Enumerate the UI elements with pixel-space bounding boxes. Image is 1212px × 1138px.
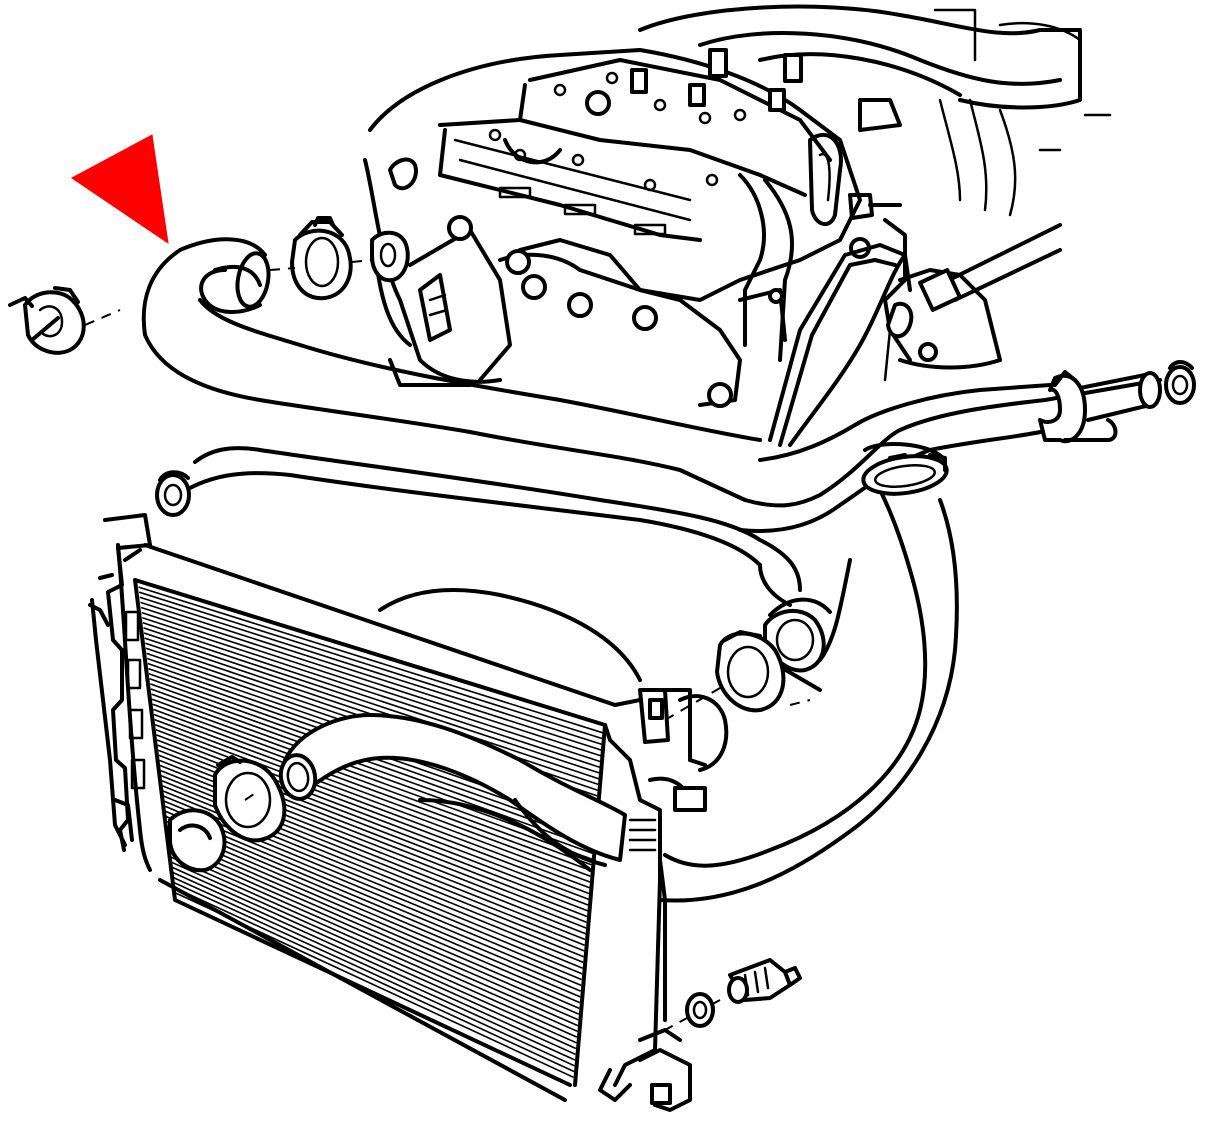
radiator-fin [140, 606, 601, 757]
radiator-fin [165, 810, 582, 987]
radiator-fin [172, 871, 576, 1056]
radiator-fin [175, 892, 574, 1079]
sealing-washer [685, 992, 715, 1028]
radiator-fin [142, 622, 600, 774]
radiator-fin [152, 703, 592, 866]
radiator-fin [168, 841, 579, 1021]
radiator-fin [165, 815, 582, 992]
radiator-fin [168, 836, 580, 1015]
radiator-fin [167, 830, 580, 1010]
radiator-fin [153, 713, 591, 878]
radiator-fin [167, 825, 581, 1004]
bypass-hose [155, 446, 802, 607]
lower-radiator-hose [658, 442, 959, 903]
radiator-fin [150, 683, 594, 843]
radiator-fin [154, 723, 590, 889]
outlet-hose-and-clamp [664, 597, 832, 772]
engine-block [363, 4, 1112, 447]
radiator-fin [171, 861, 577, 1044]
radiator-fin [142, 616, 600, 768]
radiator-fin [173, 881, 575, 1067]
radiator-fin [143, 632, 599, 786]
radiator-fin [173, 876, 576, 1061]
radiator-fin [141, 611, 601, 763]
radiator-fin [169, 846, 579, 1027]
thermostat-housing-outlet [370, 230, 410, 283]
radiator-fin [138, 586, 603, 734]
clamp-left [8, 286, 121, 355]
radiator-fin [153, 708, 592, 872]
radiator-fin [139, 596, 602, 745]
temperature-sensor [664, 958, 802, 1031]
radiator-fin [150, 688, 594, 849]
radiator-fin [154, 718, 591, 883]
radiator-fin [151, 698, 593, 860]
radiator-fin [164, 805, 583, 981]
radiator [88, 513, 707, 1112]
radiator-fin [140, 601, 602, 751]
cam-cover-bolts [488, 71, 747, 192]
clamp-middle [269, 216, 373, 301]
radiator-fin [170, 851, 578, 1033]
upper-radiator-hose [141, 237, 762, 502]
radiator-fin [170, 856, 578, 1038]
heater-hose [738, 360, 1196, 533]
red-pointer-arrow [71, 134, 169, 245]
radiator-fin [138, 591, 603, 740]
radiator-fin [171, 866, 577, 1050]
radiator-fin [166, 820, 581, 998]
radiator-fin [174, 887, 575, 1073]
radiator-fin [143, 627, 599, 780]
